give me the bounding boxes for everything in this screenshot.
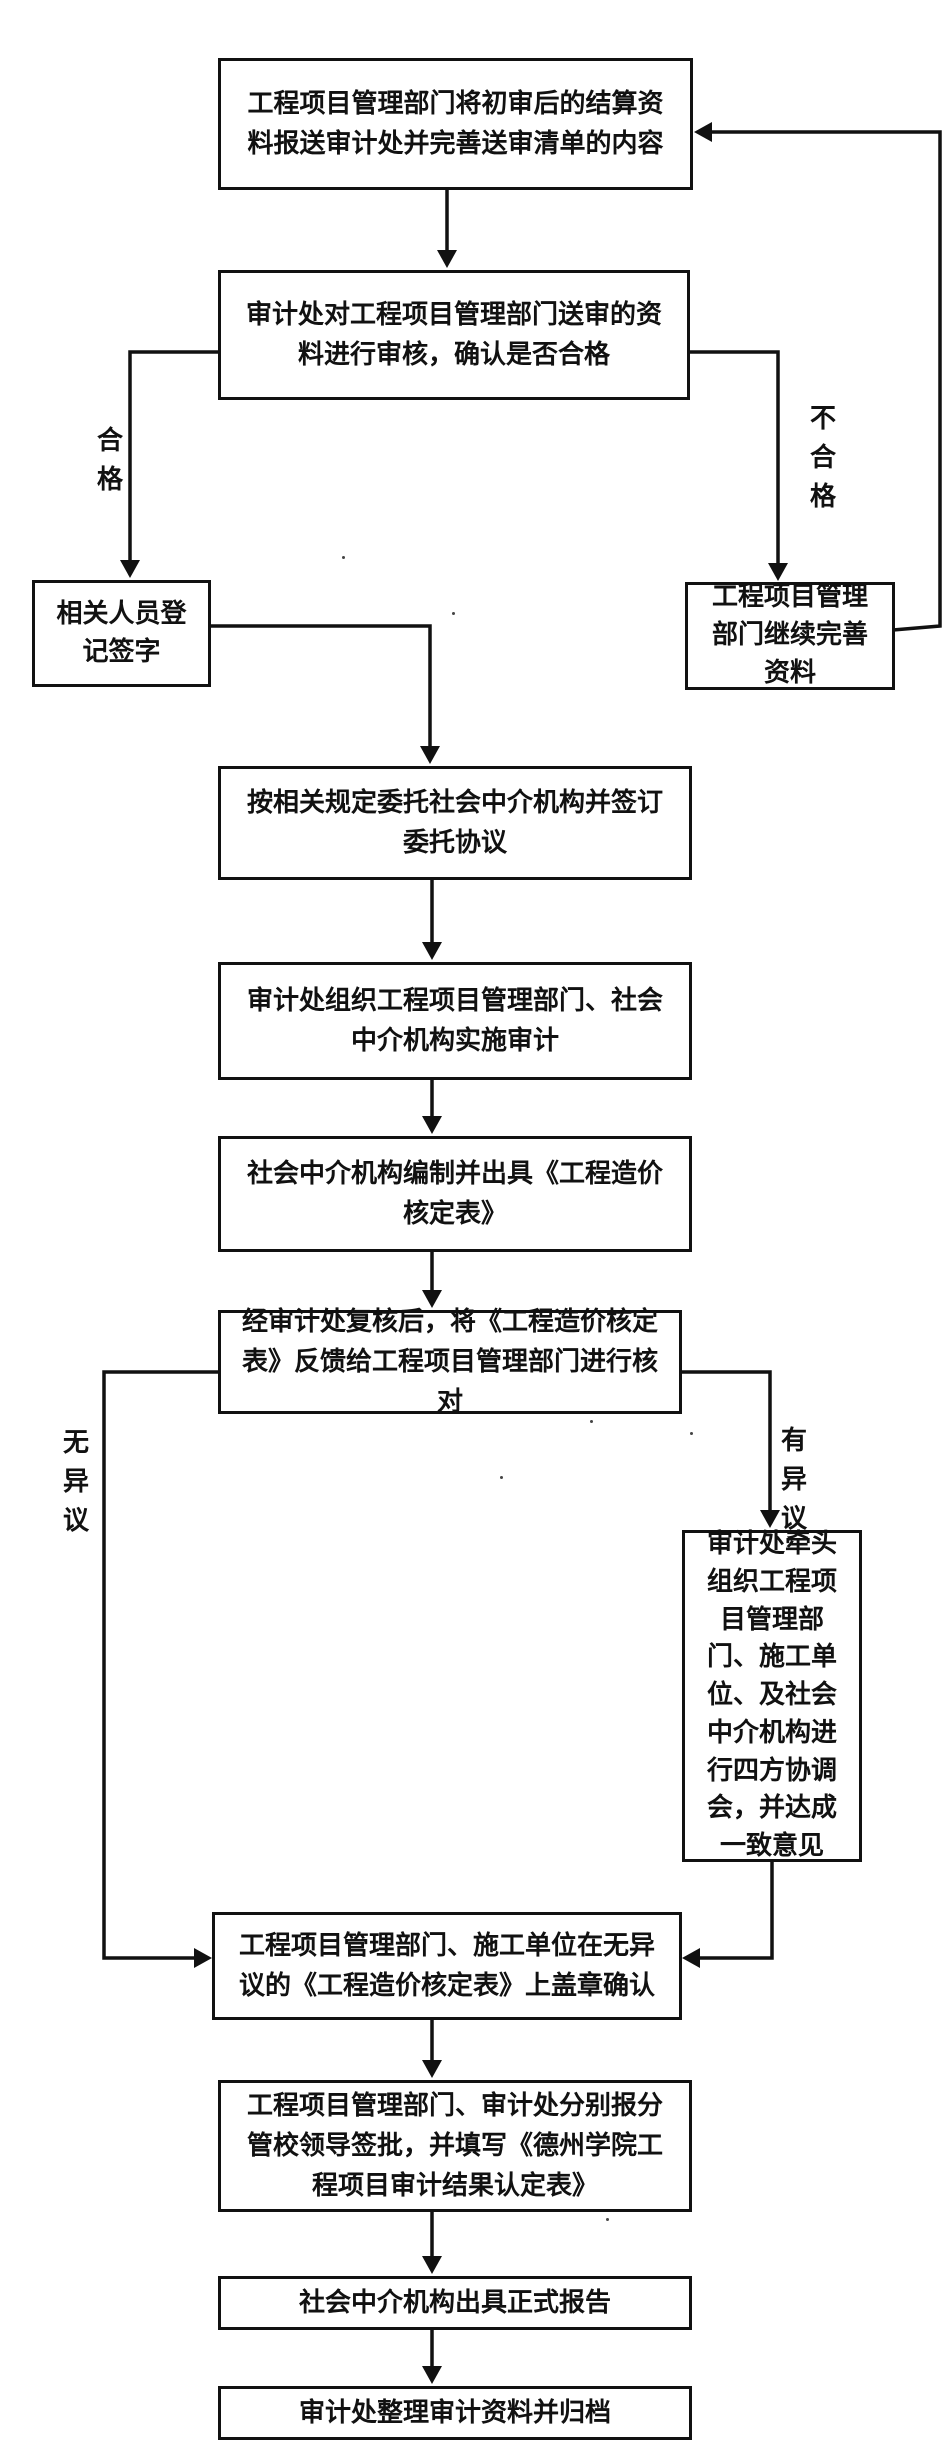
arrow-n3-n5 bbox=[209, 624, 432, 748]
arrowhead-n6-n7 bbox=[422, 1116, 442, 1134]
scan-speck bbox=[342, 556, 345, 559]
label-fail: 不合格 bbox=[809, 404, 836, 512]
label-no-objection: 无异议 bbox=[62, 1428, 89, 1536]
scan-speck bbox=[606, 2218, 609, 2221]
node-stamp-confirm: 工程项目管理部门、施工单位在无异议的《工程造价核定表》上盖章确认 bbox=[212, 1912, 682, 2020]
arrowhead-n8-n9 bbox=[760, 1510, 780, 1528]
arrowhead-n8-n10 bbox=[194, 1948, 212, 1968]
arrowhead-n11-n12 bbox=[422, 2256, 442, 2274]
node-submit-materials: 工程项目管理部门将初审后的结算资料报送审计处并完善送审清单的内容 bbox=[218, 58, 693, 190]
node-formal-report: 社会中介机构出具正式报告 bbox=[218, 2276, 692, 2330]
arrowhead-n2-n3 bbox=[120, 560, 140, 578]
node-review-materials: 审计处对工程项目管理部门送审的资料进行审核，确认是否合格 bbox=[218, 270, 690, 400]
node-four-party-meeting: 审计处牵头组织工程项目管理部门、施工单位、及社会中介机构进行四方协调会，并达成一… bbox=[682, 1529, 862, 1862]
scan-speck bbox=[452, 612, 455, 615]
node-improve-materials: 工程项目管理部门继续完善资料 bbox=[685, 582, 895, 690]
arrowhead-n4-n1 bbox=[694, 122, 712, 142]
node-recheck-feedback: 经审计处复核后，将《工程造价核定表》反馈给工程项目管理部门进行核对 bbox=[218, 1307, 682, 1417]
arrow-n9-n10 bbox=[698, 1860, 774, 1960]
arrow-n2-n4 bbox=[690, 350, 780, 565]
node-entrust-agency: 按相关规定委托社会中介机构并签订委托协议 bbox=[218, 766, 692, 880]
arrowhead-n1-n2 bbox=[437, 250, 457, 268]
arrowhead-n12-n13 bbox=[422, 2366, 442, 2384]
node-leader-approval: 工程项目管理部门、审计处分别报分管校领导签批，并填写《德州学院工程项目审计结果认… bbox=[218, 2080, 692, 2212]
arrowhead-n3-n5 bbox=[420, 746, 440, 764]
arrowhead-n10-n11 bbox=[422, 2060, 442, 2078]
node-conduct-audit: 审计处组织工程项目管理部门、社会中介机构实施审计 bbox=[218, 962, 692, 1080]
scan-speck bbox=[500, 1476, 503, 1479]
label-pass: 合格 bbox=[96, 426, 123, 495]
scan-speck bbox=[690, 1432, 693, 1435]
arrow-n4-n1 bbox=[710, 130, 942, 632]
scan-speck bbox=[590, 1420, 593, 1423]
node-register-sign: 相关人员登记签字 bbox=[32, 580, 211, 687]
arrowhead-n5-n6 bbox=[422, 942, 442, 960]
arrow-n8-n10 bbox=[102, 1370, 218, 1960]
arrowhead-n2-n4 bbox=[768, 563, 788, 581]
arrow-n8-n9 bbox=[682, 1370, 772, 1512]
node-issue-cost-sheet: 社会中介机构编制并出具《工程造价核定表》 bbox=[218, 1136, 692, 1252]
arrow-n2-n3 bbox=[128, 350, 218, 562]
arrowhead-n7-n8 bbox=[422, 1290, 442, 1308]
arrowhead-n9-n10 bbox=[682, 1948, 700, 1968]
node-archive: 审计处整理审计资料并归档 bbox=[218, 2386, 692, 2440]
label-objection: 有异议 bbox=[780, 1426, 807, 1534]
